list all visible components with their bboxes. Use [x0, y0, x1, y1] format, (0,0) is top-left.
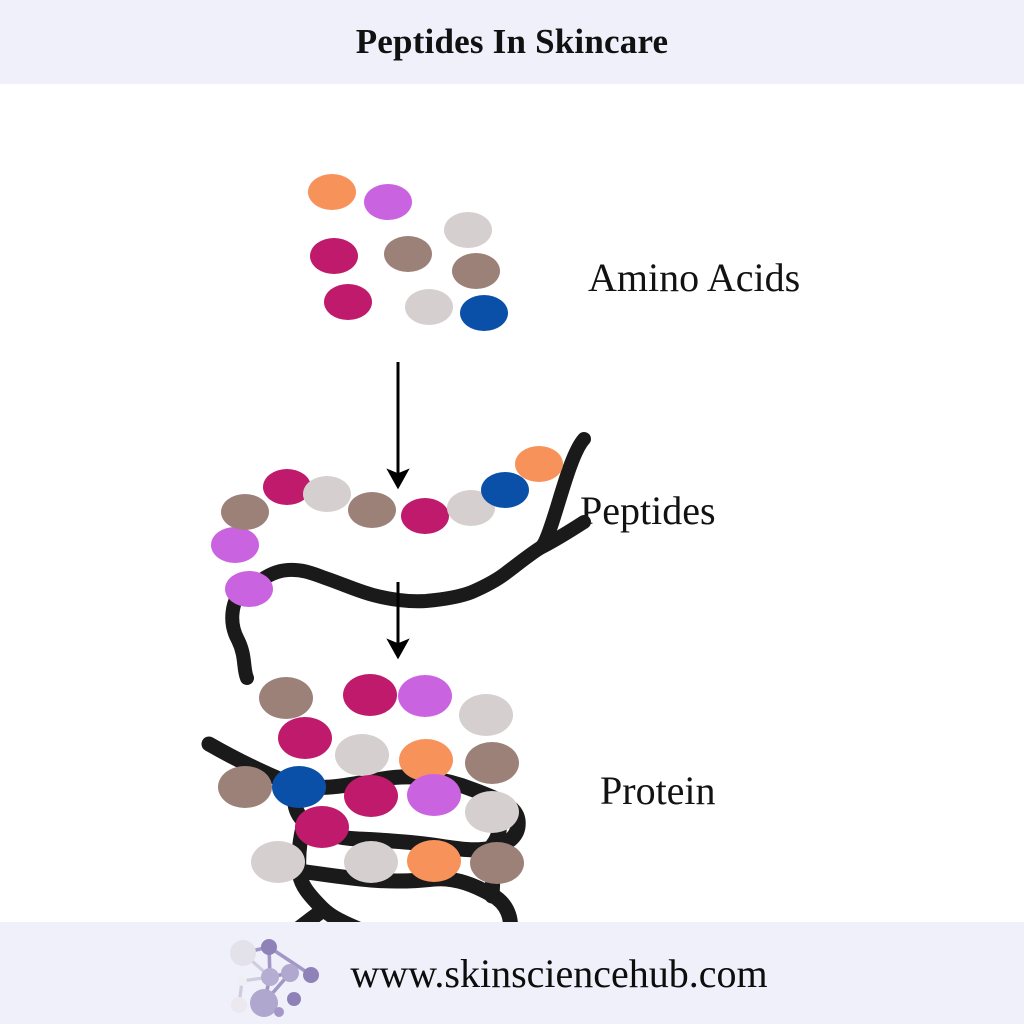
amino-acid-beads: [308, 174, 508, 331]
logo-node: [274, 1007, 285, 1017]
logo-node: [261, 968, 280, 986]
header-band: Peptides In Skincare: [0, 0, 1024, 84]
bead-light_gray: [459, 694, 513, 736]
bead-orange: [308, 174, 356, 210]
bead-purple: [364, 184, 412, 220]
bead-light_gray: [465, 791, 519, 833]
bead-magenta: [263, 469, 311, 505]
protein-beads: [218, 674, 524, 884]
bead-taupe: [259, 677, 313, 719]
bead-magenta: [344, 775, 398, 817]
bead-blue: [460, 295, 508, 331]
bead-magenta: [310, 238, 358, 274]
stage-label-amino-acids: Amino Acids: [588, 255, 801, 300]
logo-node: [250, 989, 279, 1017]
bead-magenta: [401, 498, 449, 534]
logo-node: [281, 964, 300, 982]
bead-purple: [211, 527, 259, 563]
bead-magenta: [324, 284, 372, 320]
logo-node: [231, 997, 248, 1013]
molecule-illustration: [201, 174, 591, 922]
peptide-beads: [211, 446, 563, 607]
site-url: www.skinsciencehub.com: [350, 950, 768, 996]
bead-taupe: [348, 492, 396, 528]
stage-label-peptides: Peptides: [580, 488, 716, 533]
bead-light_gray: [303, 476, 351, 512]
logo-node: [230, 940, 257, 966]
logo-node: [303, 967, 320, 983]
bead-purple: [407, 774, 461, 816]
bead-orange: [399, 739, 453, 781]
stage-label-protein: Protein: [600, 768, 716, 813]
footer-band: www.skinsciencehub.com: [0, 922, 1024, 1024]
bead-purple: [398, 675, 452, 717]
bead-taupe: [218, 766, 272, 808]
bead-magenta: [278, 717, 332, 759]
bead-light_gray: [344, 841, 398, 883]
bead-taupe: [465, 742, 519, 784]
protein-chain-row4: [294, 903, 330, 922]
bead-magenta: [295, 806, 349, 848]
bead-taupe: [221, 494, 269, 530]
page-title: Peptides In Skincare: [355, 22, 669, 61]
bead-light_gray: [251, 841, 305, 883]
logo-node: [237, 976, 248, 986]
logo-node: [287, 992, 302, 1006]
bead-light_gray: [447, 490, 495, 526]
bead-light_gray: [444, 212, 492, 248]
bead-magenta: [343, 674, 397, 716]
molecule-network-logo: [230, 939, 320, 1017]
logo-node: [261, 939, 278, 955]
bead-taupe: [470, 842, 524, 884]
bead-blue: [272, 766, 326, 808]
bead-taupe: [452, 253, 500, 289]
bead-blue: [481, 472, 529, 508]
bead-taupe: [384, 236, 432, 272]
bead-light_gray: [335, 734, 389, 776]
bead-purple: [225, 571, 273, 607]
peptide-chain-tail: [533, 515, 591, 555]
bead-orange: [407, 840, 461, 882]
bead-orange: [515, 446, 563, 482]
diagram-canvas: Amino Acids Peptides Protein: [0, 84, 1024, 922]
bead-light_gray: [405, 289, 453, 325]
